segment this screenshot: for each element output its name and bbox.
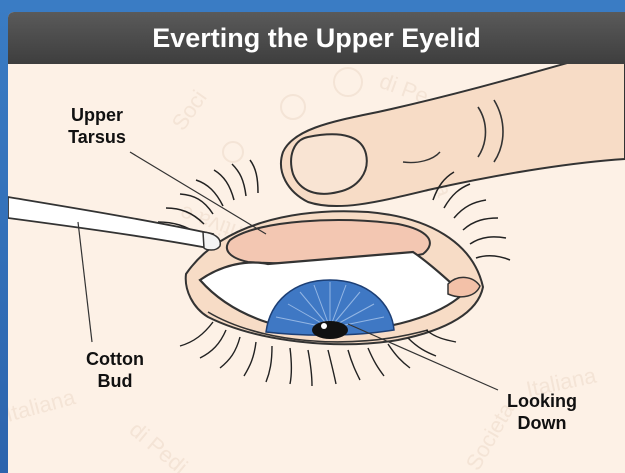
label-cotton-bud-line2: Bud xyxy=(70,370,160,392)
title-bar: Everting the Upper Eyelid xyxy=(8,12,625,64)
label-upper-tarsus-line2: Tarsus xyxy=(54,126,140,148)
diagram-panel: Soci Italiana di Pe diatria Sociale Prev… xyxy=(8,12,625,473)
label-looking-down-line1: Looking xyxy=(494,390,590,412)
svg-text:Soci: Soci xyxy=(167,85,212,134)
label-looking-down: Looking Down xyxy=(494,390,590,434)
finger xyxy=(281,47,625,206)
label-cotton-bud: Cotton Bud xyxy=(70,348,160,392)
svg-text:di Pedi: di Pedi xyxy=(125,417,193,473)
label-upper-tarsus: Upper Tarsus xyxy=(54,104,140,148)
leader-line-cotton-bud xyxy=(78,222,92,342)
page-title: Everting the Upper Eyelid xyxy=(152,23,481,54)
svg-text:Italiana: Italiana xyxy=(8,384,79,427)
label-upper-tarsus-line1: Upper xyxy=(54,104,140,126)
label-cotton-bud-line1: Cotton xyxy=(70,348,160,370)
label-looking-down-line2: Down xyxy=(494,412,590,434)
